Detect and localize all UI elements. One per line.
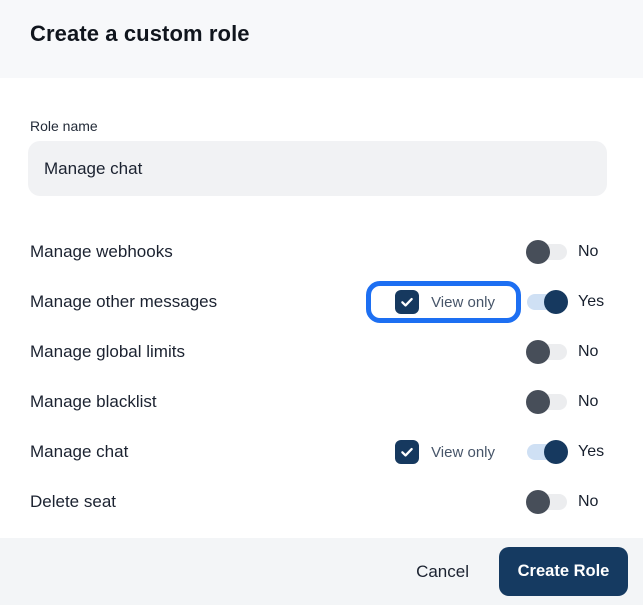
permission-label: Manage webhooks (30, 242, 173, 261)
permission-row: Manage global limits No (0, 327, 643, 377)
toggle-switch[interactable] (526, 340, 568, 364)
toggle-switch[interactable] (526, 240, 568, 264)
permission-row: Manage other messages View only Yes (0, 277, 643, 327)
permission-controls: No (526, 340, 605, 364)
toggle-knob (526, 390, 550, 414)
toggle-switch[interactable] (526, 440, 568, 464)
role-name-label: Role name (30, 118, 98, 134)
permission-controls: View only Yes (366, 431, 605, 473)
permission-label: Manage chat (30, 442, 129, 461)
modal-header: Create a custom role (0, 0, 643, 78)
toggle-switch[interactable] (526, 490, 568, 514)
modal-footer: Cancel Create Role (0, 538, 643, 605)
view-only-group: View only (366, 281, 521, 323)
create-role-button[interactable]: Create Role (499, 547, 628, 596)
modal-body: Role name Manage webhooks No Manage othe… (0, 78, 643, 538)
view-only-label: View only (431, 293, 495, 311)
view-only-group: View only (366, 431, 521, 473)
toggle-state-label: Yes (578, 443, 605, 460)
permission-label: Delete seat (30, 492, 116, 511)
view-only-checkbox[interactable] (395, 290, 420, 314)
permission-label: Manage blacklist (30, 392, 157, 411)
toggle-switch[interactable] (526, 290, 568, 314)
toggle-knob (544, 440, 568, 464)
toggle-state-label: No (578, 343, 599, 360)
view-only-label: View only (431, 443, 495, 461)
checkmark-icon (401, 297, 413, 307)
toggle-knob (526, 340, 550, 364)
permission-label: Manage other messages (30, 292, 218, 311)
cancel-button[interactable]: Cancel (416, 561, 469, 581)
toggle-state-label: No (578, 493, 599, 510)
permission-list: Manage webhooks No Manage other messages… (0, 227, 643, 527)
permission-row: Delete seat No (0, 477, 643, 527)
toggle-knob (526, 240, 550, 264)
toggle-state-label: No (578, 393, 599, 410)
toggle-knob (544, 290, 568, 314)
permission-controls: No (526, 490, 605, 514)
permission-row: Manage chat View only Yes (0, 427, 643, 477)
permission-label: Manage global limits (30, 342, 185, 361)
toggle-state-label: No (578, 243, 599, 260)
permission-controls: No (526, 240, 605, 264)
toggle-knob (526, 490, 550, 514)
view-only-checkbox[interactable] (395, 440, 420, 464)
permission-row: Manage webhooks No (0, 227, 643, 277)
checkmark-icon (401, 447, 413, 457)
role-name-input[interactable] (28, 141, 607, 196)
modal-title: Create a custom role (30, 21, 250, 46)
toggle-switch[interactable] (526, 390, 568, 414)
permission-controls: View only Yes (366, 281, 605, 323)
permission-row: Manage blacklist No (0, 377, 643, 427)
permission-controls: No (526, 390, 605, 414)
toggle-state-label: Yes (578, 293, 605, 310)
